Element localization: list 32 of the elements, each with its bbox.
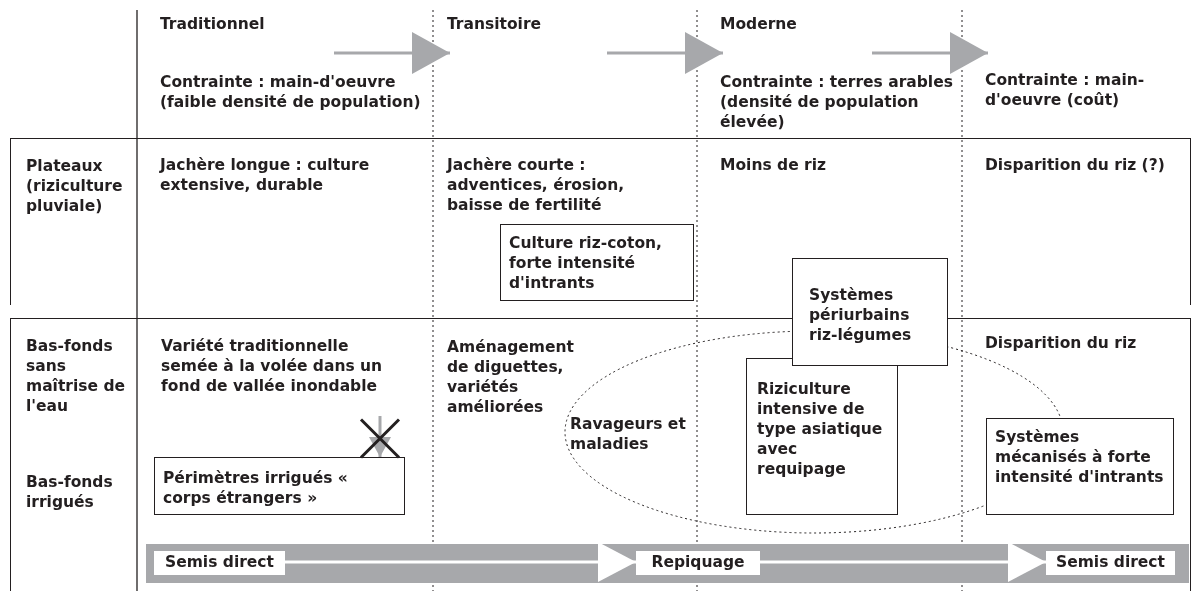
- row-heading: Bas-fonds irrigués: [26, 472, 114, 512]
- ellipse-label: Ravageurs et maladies: [570, 414, 687, 454]
- practice-box: Systèmes mécanisés à forte intensité d'intrants: [986, 418, 1174, 515]
- phase-heading: Traditionnel: [160, 14, 337, 60]
- cell-text: Disparition du riz: [985, 333, 1138, 353]
- cell-text: Contrainte : terres arables (densité de population élevée): [720, 72, 954, 132]
- practice-box: Riziculture intensive de type asiatique avec requipage: [746, 358, 898, 515]
- constraint-text: Contrainte : main-d'oeuvre (coût): [985, 48, 1145, 132]
- cell-text: Jachère longue : culture extensive, durable: [160, 155, 371, 195]
- practice-box: Systèmes périurbains riz-légumes: [792, 258, 948, 366]
- arrow: [872, 32, 988, 74]
- row-heading: Plateaux (riziculture pluviale): [26, 156, 124, 216]
- phase-heading: Transitoire: [447, 14, 607, 60]
- practice-tag: Repiquage: [636, 551, 760, 575]
- cell-text: Aménagement de diguettes, variétés améliorées: [447, 337, 575, 417]
- practice-tag: Semis direct: [154, 551, 285, 575]
- practice-bar: [146, 544, 1189, 583]
- practice-box: Culture riz-coton, forte intensité d'intrants: [500, 224, 694, 301]
- cell-text: Moins de riz: [720, 155, 828, 175]
- cell-text: Disparition du riz (?): [985, 155, 1166, 175]
- row-heading: Bas-fonds sans maîtrise de l'eau: [26, 336, 127, 416]
- phase-heading: Moderne: [720, 14, 870, 60]
- arrow: [369, 416, 391, 457]
- arrow: [334, 32, 450, 74]
- cell-text: Jachère courte : adventices, érosion, baisse de fertilité: [447, 155, 626, 215]
- cell-text: Contrainte : main-d'oeuvre (faible densité de population): [160, 72, 422, 112]
- practice-tag: Semis direct: [1046, 551, 1175, 575]
- arrow: [607, 32, 723, 74]
- arrow: [760, 542, 1046, 582]
- practice-text: Variété traditionnelle semée à la volée dans un fond de vallée inondable: [161, 336, 393, 416]
- practice-box: Périmètres irrigués « corps étrangers »: [154, 457, 405, 515]
- arrow: [285, 542, 636, 582]
